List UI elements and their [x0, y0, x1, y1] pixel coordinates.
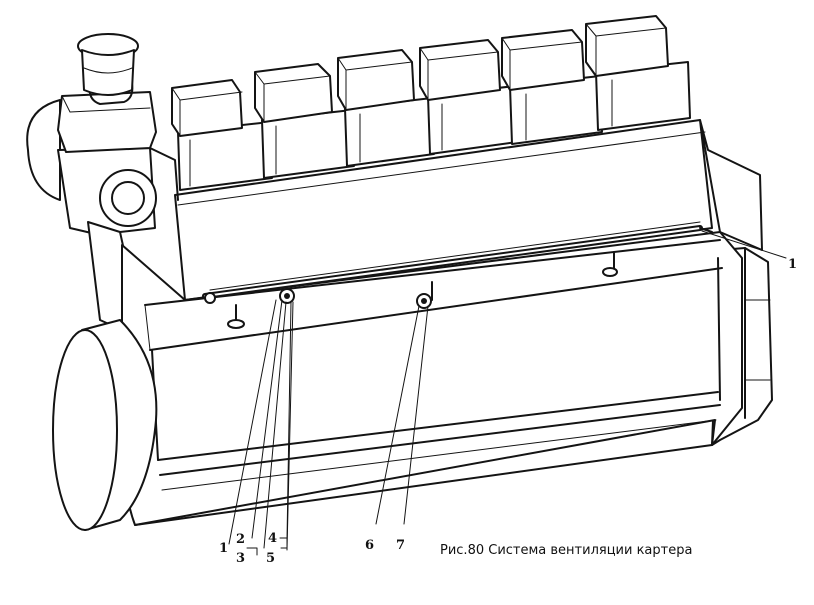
figure-caption: Рис.80 Система вентиляции картера	[440, 543, 693, 558]
bracket-2-3	[246, 547, 258, 556]
leader-lines	[228, 230, 787, 551]
callout-1-pipe: 1	[788, 257, 797, 272]
callout-1-lower: 1	[219, 541, 228, 556]
valve-cover-3	[337, 49, 435, 167]
ventilation-pipe	[202, 221, 713, 329]
bracket-4-5	[279, 537, 288, 549]
cylinder-block-upper	[174, 119, 713, 301]
valve-cover-4	[419, 39, 518, 155]
flywheel	[52, 319, 158, 531]
valve-cover-5	[501, 29, 603, 145]
valve-cover-2	[254, 63, 355, 179]
callout-labels: 1 1 2 3 4 5 6 7	[219, 257, 797, 566]
callout-4: 4	[268, 531, 277, 546]
valve-cover-1	[171, 79, 273, 191]
callout-6: 6	[365, 538, 374, 553]
valve-cover-6	[585, 15, 691, 131]
callout-2: 2	[236, 532, 245, 547]
callout-7: 7	[396, 538, 405, 553]
callout-3: 3	[236, 551, 245, 566]
valve-covers	[171, 15, 691, 191]
callout-5: 5	[266, 551, 275, 566]
